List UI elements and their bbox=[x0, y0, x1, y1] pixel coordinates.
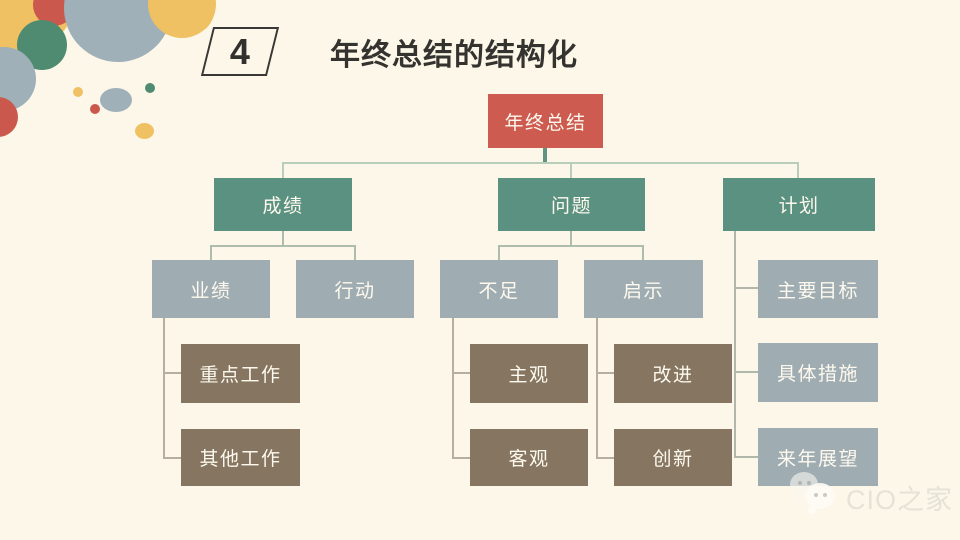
connector bbox=[210, 245, 212, 260]
connector bbox=[282, 162, 284, 178]
node-insights: 启示 bbox=[584, 260, 703, 318]
node-key-work: 重点工作 bbox=[181, 344, 300, 403]
watermark-label: CIO之家 bbox=[846, 485, 954, 515]
connector bbox=[734, 287, 758, 289]
node-other-work: 其他工作 bbox=[181, 429, 300, 486]
node-performance: 业绩 bbox=[152, 260, 270, 318]
connector bbox=[797, 162, 799, 178]
connector bbox=[570, 162, 572, 178]
connector bbox=[163, 372, 181, 374]
connector bbox=[163, 318, 165, 459]
connector bbox=[642, 245, 644, 260]
node-year-end-summary: 年终总结 bbox=[488, 94, 603, 148]
connector bbox=[570, 231, 572, 245]
connector bbox=[498, 245, 644, 247]
decor-circle bbox=[0, 97, 18, 137]
connector bbox=[734, 456, 758, 458]
connector bbox=[452, 318, 454, 459]
connector bbox=[163, 457, 181, 459]
decor-circle bbox=[135, 123, 154, 139]
node-innovation: 创新 bbox=[614, 429, 732, 486]
decor-circle bbox=[100, 88, 132, 112]
connector bbox=[734, 371, 758, 373]
connector bbox=[452, 372, 470, 374]
node-shortcomings: 不足 bbox=[440, 260, 558, 318]
node-achievements: 成绩 bbox=[214, 178, 352, 231]
node-main-goals: 主要目标 bbox=[758, 260, 878, 318]
section-number-box: 4 bbox=[200, 27, 280, 76]
wechat-icon bbox=[805, 483, 835, 509]
watermark: CIO之家 bbox=[788, 472, 958, 518]
connector bbox=[354, 245, 356, 260]
connector bbox=[282, 162, 799, 164]
decor-circle bbox=[145, 83, 155, 93]
node-actions: 行动 bbox=[296, 260, 414, 318]
connector bbox=[210, 245, 356, 247]
node-improvement: 改进 bbox=[614, 344, 732, 403]
connector bbox=[452, 457, 470, 459]
decor-circle bbox=[73, 87, 83, 97]
node-plans: 计划 bbox=[723, 178, 875, 231]
node-next-year-outlook: 来年展望 bbox=[758, 428, 878, 486]
section-number: 4 bbox=[229, 30, 251, 72]
page-title: 年终总结的结构化 bbox=[330, 39, 578, 72]
connector bbox=[543, 148, 547, 164]
connector bbox=[596, 457, 614, 459]
node-specific-measures: 具体措施 bbox=[758, 343, 878, 402]
node-subjective: 主观 bbox=[470, 344, 588, 403]
connector bbox=[282, 231, 284, 245]
decor-circle bbox=[90, 104, 100, 114]
connector bbox=[596, 318, 598, 459]
connector bbox=[734, 231, 736, 457]
connector bbox=[498, 245, 500, 260]
node-problems: 问题 bbox=[498, 178, 645, 231]
connector bbox=[596, 372, 614, 374]
node-objective: 客观 bbox=[470, 429, 588, 486]
